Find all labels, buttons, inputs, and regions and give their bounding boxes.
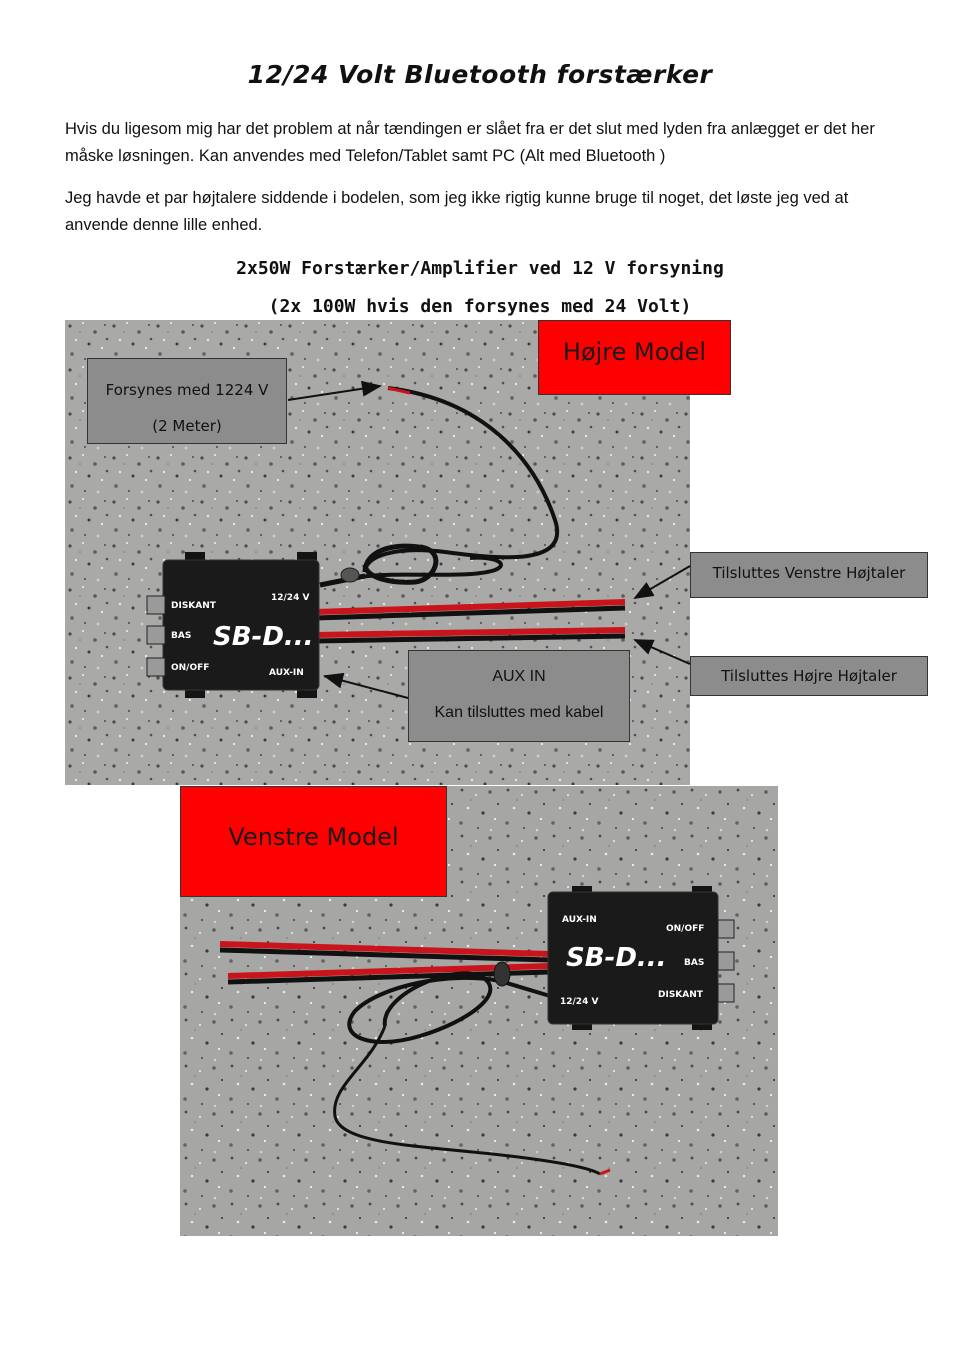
left-speaker-callout: Tilsluttes Venstre Højtaler: [690, 552, 928, 598]
right-device-aux-label: AUX-IN: [269, 668, 304, 678]
right-device-voltage-label: 12/24 V: [271, 593, 309, 603]
right-device-brand: SB-D...: [213, 622, 314, 652]
right-speaker-callout: Tilsluttes Højre Højtaler: [690, 656, 928, 696]
left-device-onoff-label: ON/OFF: [666, 924, 704, 934]
right-device-bas-label: BAS: [171, 631, 191, 641]
intro-paragraph: Hvis du ligesom mig har det problem at n…: [65, 120, 875, 165]
aux-callout-line2: Kan tilsluttes med kabel: [434, 704, 604, 721]
right-device-onoff-label: ON/OFF: [171, 663, 209, 673]
right-model-label: Højre Model: [538, 320, 731, 395]
left-device-brand: SB-D...: [566, 943, 667, 973]
power-subheading: 2x50W Forstærker/Amplifier ved 12 V fors…: [236, 258, 724, 279]
power-24v-subheading: (2x 100W hvis den forsynes med 24 Volt): [268, 296, 692, 317]
page-title: 12/24 Volt Bluetooth forstærker: [247, 60, 713, 89]
left-device-diskant-label: DISKANT: [658, 990, 704, 1000]
power-callout: Forsynes med 1224 V (2 Meter): [87, 358, 287, 444]
left-device-voltage-label: 12/24 V: [560, 997, 598, 1007]
right-device-diskant-label: DISKANT: [171, 601, 217, 611]
aux-callout: AUX IN Kan tilsluttes med kabel: [408, 650, 630, 742]
power-callout-line1: Forsynes med 1224 V: [105, 381, 269, 399]
left-device-aux-label: AUX-IN: [562, 915, 597, 925]
left-device-bas-label: BAS: [684, 958, 704, 968]
left-model-label: Venstre Model: [180, 786, 447, 897]
power-callout-line2: (2 Meter): [152, 417, 222, 435]
aux-callout-line1: AUX IN: [492, 668, 546, 685]
usage-paragraph: Jeg havde et par højtalere siddende i bo…: [65, 189, 849, 234]
